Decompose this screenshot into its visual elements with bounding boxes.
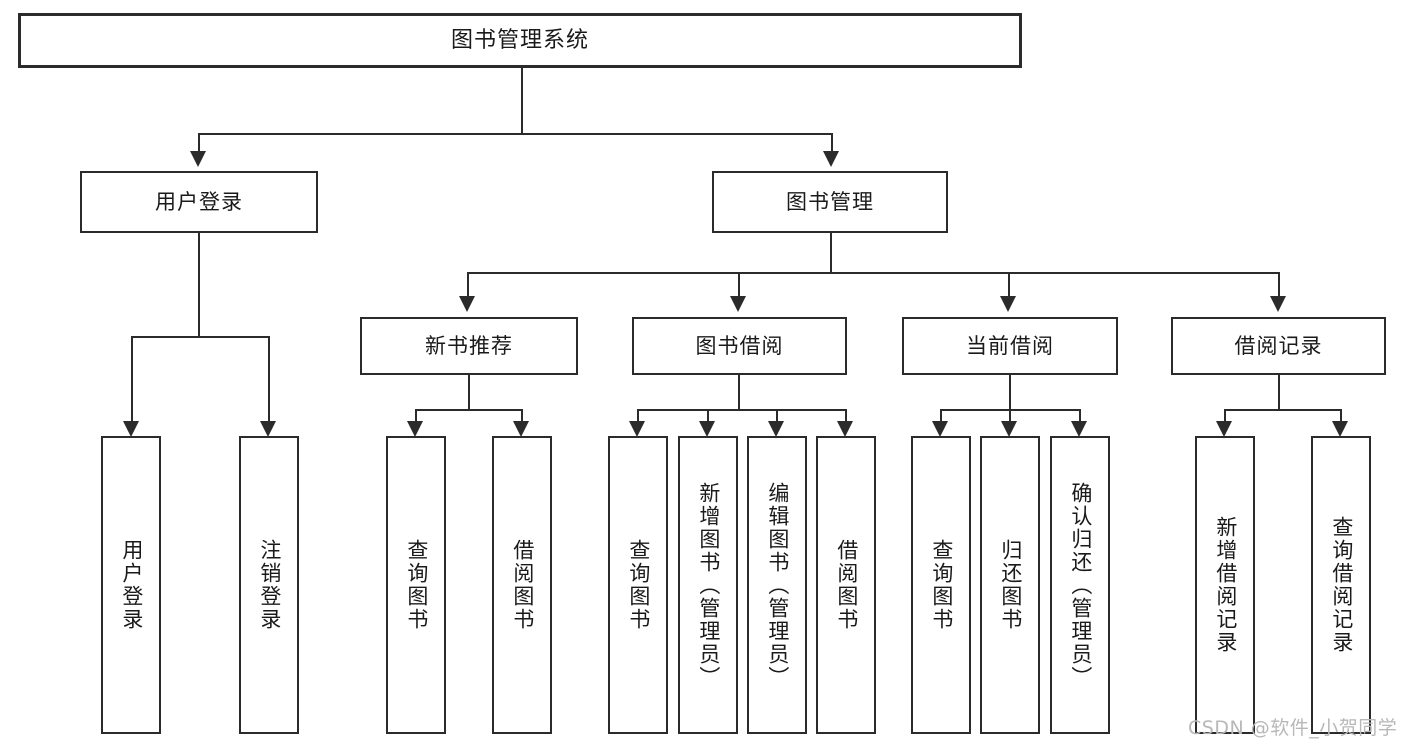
connector-new-book-bus bbox=[415, 409, 522, 411]
leaf-label: 编辑图书（管理员） bbox=[765, 481, 790, 689]
connector-book-borrow-bus bbox=[637, 409, 846, 411]
leaf-label: 新增借阅记录 bbox=[1213, 516, 1238, 654]
node-book-management[interactable]: 图书管理 bbox=[712, 171, 948, 233]
leaf-label: 新增图书（管理员） bbox=[696, 481, 721, 689]
arrow-bm-to-new-book bbox=[459, 296, 475, 312]
connector-bm-to-current-borrow bbox=[1008, 272, 1010, 296]
csdn-watermark: CSDN @软件_小贺同学 bbox=[1188, 717, 1398, 739]
leaf-book-borrow-borrow[interactable]: 借阅图书 bbox=[816, 436, 876, 734]
connector-user-login-bus bbox=[131, 336, 268, 338]
connector-cb-to-leaf-1 bbox=[1009, 409, 1011, 421]
leaf-book-borrow-query[interactable]: 查询图书 bbox=[608, 436, 668, 734]
arrow-root-to-book-management bbox=[823, 151, 839, 167]
arrow-bb-to-leaf-0 bbox=[629, 421, 645, 437]
leaf-user-login-logout[interactable]: 注销登录 bbox=[239, 436, 299, 734]
leaf-label: 查询图书 bbox=[929, 539, 954, 631]
leaf-label: 用户登录 bbox=[119, 539, 144, 631]
connector-new-book-stem bbox=[468, 375, 470, 409]
node-user-login[interactable]: 用户登录 bbox=[80, 171, 318, 233]
node-new-book-recommend[interactable]: 新书推荐 bbox=[360, 317, 578, 375]
leaf-label: 注销登录 bbox=[257, 539, 282, 631]
connector-bm-to-new-book bbox=[467, 272, 469, 296]
leaf-new-book-query[interactable]: 查询图书 bbox=[386, 436, 446, 734]
leaf-current-borrow-return[interactable]: 归还图书 bbox=[980, 436, 1040, 734]
leaf-book-borrow-edit[interactable]: 编辑图书（管理员） bbox=[747, 436, 807, 734]
connector-user-login-to-leaf-0 bbox=[131, 336, 133, 421]
leaf-current-borrow-query[interactable]: 查询图书 bbox=[911, 436, 971, 734]
connector-root-bus bbox=[198, 133, 832, 135]
connector-bb-to-leaf-2 bbox=[776, 409, 778, 421]
arrow-bm-to-current-borrow bbox=[1000, 296, 1016, 312]
connector-bm-to-borrow-record bbox=[1278, 272, 1280, 296]
connector-book-management-stem bbox=[830, 233, 832, 272]
connector-br-to-leaf-1 bbox=[1340, 409, 1342, 421]
node-label: 当前借阅 bbox=[966, 333, 1054, 358]
arrow-cb-to-leaf-1 bbox=[1001, 421, 1017, 437]
arrow-cb-to-leaf-0 bbox=[932, 421, 948, 437]
connector-nb-to-leaf-0 bbox=[415, 409, 417, 421]
connector-borrow-record-bus bbox=[1224, 409, 1340, 411]
connector-book-management-bus bbox=[467, 272, 1279, 274]
connector-borrow-record-stem bbox=[1278, 375, 1280, 409]
connector-cb-to-leaf-2 bbox=[1079, 409, 1081, 421]
connector-book-borrow-stem bbox=[738, 375, 740, 409]
leaf-borrow-record-add[interactable]: 新增借阅记录 bbox=[1195, 436, 1255, 734]
arrow-user-login-to-leaf-0 bbox=[123, 421, 139, 437]
node-book-borrow[interactable]: 图书借阅 bbox=[632, 317, 847, 375]
arrow-bb-to-leaf-1 bbox=[699, 421, 715, 437]
leaf-borrow-record-query[interactable]: 查询借阅记录 bbox=[1311, 436, 1371, 734]
arrow-nb-to-leaf-0 bbox=[407, 421, 423, 437]
arrow-br-to-leaf-0 bbox=[1216, 421, 1232, 437]
leaf-user-login-login[interactable]: 用户登录 bbox=[101, 436, 161, 734]
connector-root-to-book-management bbox=[831, 133, 833, 151]
node-label: 新书推荐 bbox=[425, 333, 513, 358]
node-label: 图书管理 bbox=[786, 189, 874, 214]
leaf-label: 借阅图书 bbox=[510, 539, 535, 631]
arrow-user-login-to-leaf-1 bbox=[260, 421, 276, 437]
connector-user-login-stem bbox=[198, 233, 200, 336]
connector-cb-to-leaf-0 bbox=[940, 409, 942, 421]
arrow-bb-to-leaf-3 bbox=[837, 421, 853, 437]
arrow-nb-to-leaf-1 bbox=[513, 421, 529, 437]
connector-root-stem bbox=[521, 68, 523, 133]
leaf-label: 查询图书 bbox=[404, 539, 429, 631]
arrow-bb-to-leaf-2 bbox=[768, 421, 784, 437]
node-label: 用户登录 bbox=[155, 189, 243, 214]
arrow-br-to-leaf-1 bbox=[1332, 421, 1348, 437]
leaf-current-borrow-confirm-return[interactable]: 确认归还（管理员） bbox=[1050, 436, 1110, 734]
connector-bb-to-leaf-3 bbox=[845, 409, 847, 421]
node-root-book-management-system[interactable]: 图书管理系统 bbox=[18, 13, 1022, 68]
leaf-label: 借阅图书 bbox=[834, 539, 859, 631]
leaf-label: 查询图书 bbox=[626, 539, 651, 631]
connector-br-to-leaf-0 bbox=[1224, 409, 1226, 421]
connector-bm-to-book-borrow bbox=[738, 272, 740, 296]
node-label: 借阅记录 bbox=[1234, 333, 1323, 358]
arrow-bm-to-borrow-record bbox=[1270, 296, 1286, 312]
leaf-new-book-borrow[interactable]: 借阅图书 bbox=[492, 436, 552, 734]
connector-current-borrow-stem bbox=[1009, 375, 1011, 409]
leaf-label: 查询借阅记录 bbox=[1329, 516, 1354, 654]
connector-nb-to-leaf-1 bbox=[521, 409, 523, 421]
connector-user-login-to-leaf-1 bbox=[268, 336, 270, 421]
node-borrow-record[interactable]: 借阅记录 bbox=[1171, 317, 1386, 375]
node-label: 图书管理系统 bbox=[450, 27, 589, 53]
connector-bb-to-leaf-0 bbox=[637, 409, 639, 421]
leaf-book-borrow-add[interactable]: 新增图书（管理员） bbox=[678, 436, 738, 734]
leaf-label: 归还图书 bbox=[998, 539, 1023, 631]
node-label: 图书借阅 bbox=[695, 333, 784, 358]
arrow-root-to-user-login bbox=[190, 151, 206, 167]
arrow-bm-to-book-borrow bbox=[730, 296, 746, 312]
connector-bb-to-leaf-1 bbox=[707, 409, 709, 421]
node-current-borrow[interactable]: 当前借阅 bbox=[902, 317, 1118, 375]
arrow-cb-to-leaf-2 bbox=[1071, 421, 1087, 437]
connector-root-to-user-login bbox=[198, 133, 200, 151]
leaf-label: 确认归还（管理员） bbox=[1068, 481, 1093, 689]
